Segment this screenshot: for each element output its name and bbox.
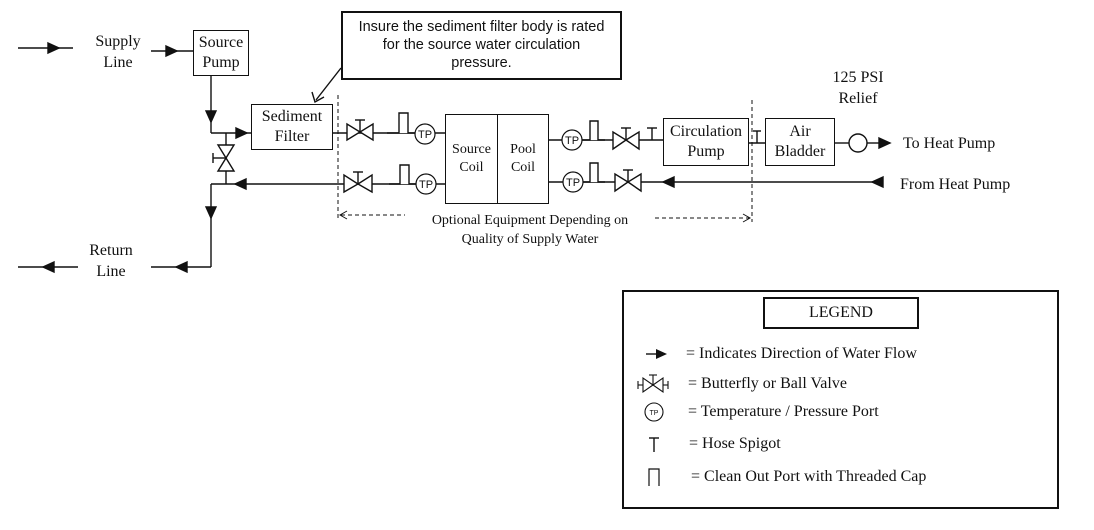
clean-out-port-icon	[648, 468, 660, 486]
note-pointer	[315, 67, 342, 101]
flow-arrow-icon	[661, 175, 675, 189]
tp-port-icon: TP	[644, 402, 664, 422]
tp-label: TP	[418, 129, 432, 141]
valve-icon	[346, 122, 362, 142]
legend-title: LEGEND	[763, 297, 919, 329]
flow-arrow-icon	[204, 206, 218, 220]
flow-arrow-icon	[174, 260, 188, 274]
legend: LEGEND = Indicates Direction of Water Fl…	[622, 290, 1059, 509]
legend-item: = Clean Out Port with Threaded Cap	[624, 465, 1057, 489]
flow-arrow-icon	[233, 177, 247, 191]
legend-item: TP = Temperature / Pressure Port	[624, 400, 1057, 424]
from-heat-pump-label: From Heat Pump	[900, 176, 1011, 193]
tp-label: TP	[419, 179, 433, 191]
valve-icon	[343, 173, 360, 194]
supply-line-label: Supply Line	[95, 33, 141, 71]
tp-port-icon	[414, 123, 436, 145]
clean-out-port-icon	[389, 164, 416, 185]
sediment-filter-note: Insure the sediment filter body is rated…	[341, 11, 622, 80]
tp-label: TP	[565, 135, 579, 147]
return-line-label: Return Line	[89, 242, 133, 280]
relief-label: 125 PSI Relief	[832, 69, 884, 107]
hose-spigot-icon	[649, 437, 659, 452]
flow-arrow-icon	[165, 44, 179, 58]
flow-arrow-icon	[646, 349, 667, 359]
clean-out-port-icon	[582, 120, 605, 141]
valve-icon	[612, 130, 628, 151]
tp-port-icon	[415, 173, 437, 195]
flow-arrow-icon	[878, 136, 892, 150]
valve-icon	[614, 172, 630, 193]
valve-icon	[637, 374, 669, 394]
clean-out-port-icon	[582, 162, 605, 183]
svg-text:TP: TP	[650, 410, 659, 417]
optional-equipment-label: Optional Equipment Depending on Quality …	[431, 213, 629, 247]
tp-label: TP	[566, 177, 580, 189]
flow-arrow-icon	[41, 260, 55, 274]
flow-arrow-icon	[870, 175, 884, 189]
legend-item: = Hose Spigot	[624, 432, 1057, 456]
to-heat-pump-label: To Heat Pump	[903, 135, 996, 152]
clean-out-port-icon	[387, 112, 416, 134]
tp-port-icon	[562, 171, 584, 193]
flow-arrow-icon	[235, 126, 249, 140]
bypass-valve-icon	[216, 144, 236, 160]
flow-arrow-icon	[204, 110, 218, 124]
legend-item: = Butterfly or Ball Valve	[624, 372, 1057, 396]
relief-valve-icon	[848, 133, 868, 153]
flow-arrow-icon	[47, 41, 61, 55]
tp-port-icon	[561, 129, 583, 151]
legend-item: = Indicates Direction of Water Flow	[624, 342, 1057, 366]
